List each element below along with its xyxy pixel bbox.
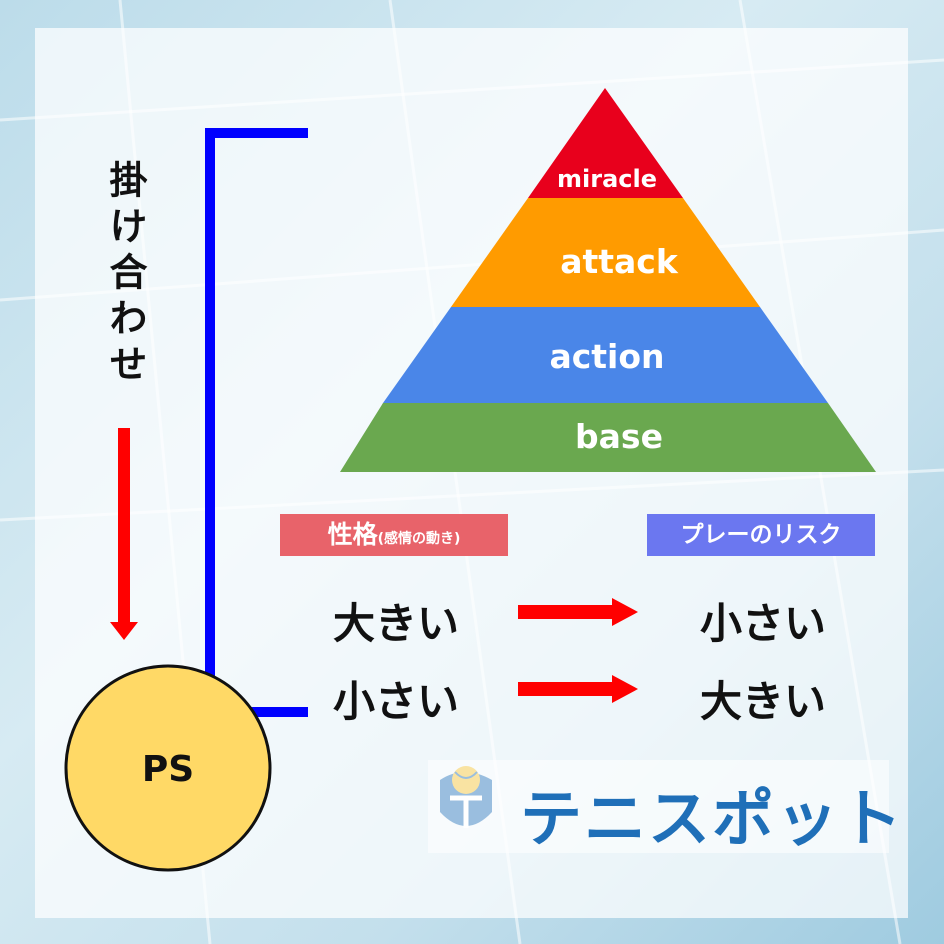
pyramid-label-action: action: [549, 337, 664, 376]
ps-label: PS: [142, 749, 194, 790]
row-1-right: 小さい: [700, 599, 827, 648]
logo-text: テニスポット: [520, 782, 905, 855]
personality-label-main: 性格: [327, 520, 378, 549]
pyramid-level-attack: [451, 198, 760, 307]
logo-box: [428, 760, 889, 853]
pyramid-level-miracle: [528, 88, 683, 198]
pyramid-level-action: [383, 307, 828, 403]
ps-circle: [64, 664, 272, 872]
pyramid-level-base: [340, 403, 876, 472]
row-arrow-1: [518, 598, 638, 626]
personality-label: 性格(感情の動き): [280, 514, 508, 556]
row-arrow-2: [518, 675, 638, 703]
row-2-left: 小さい: [333, 677, 460, 726]
row-2-right: 大きい: [700, 677, 827, 726]
multiply-label: 掛け合わせ: [103, 160, 147, 390]
personality-label-sub: (感情の動き): [377, 531, 461, 547]
pyramid-label-miracle: miracle: [557, 165, 657, 193]
pyramid-label-attack: attack: [560, 242, 679, 281]
pyramid: miracle attack action base: [340, 88, 876, 472]
down-arrow: [110, 428, 138, 640]
blue-bracket: [205, 128, 308, 717]
risk-label: プレーのリスク: [647, 514, 875, 556]
pyramid-label-base: base: [575, 417, 663, 456]
row-1-left: 大きい: [333, 599, 460, 648]
